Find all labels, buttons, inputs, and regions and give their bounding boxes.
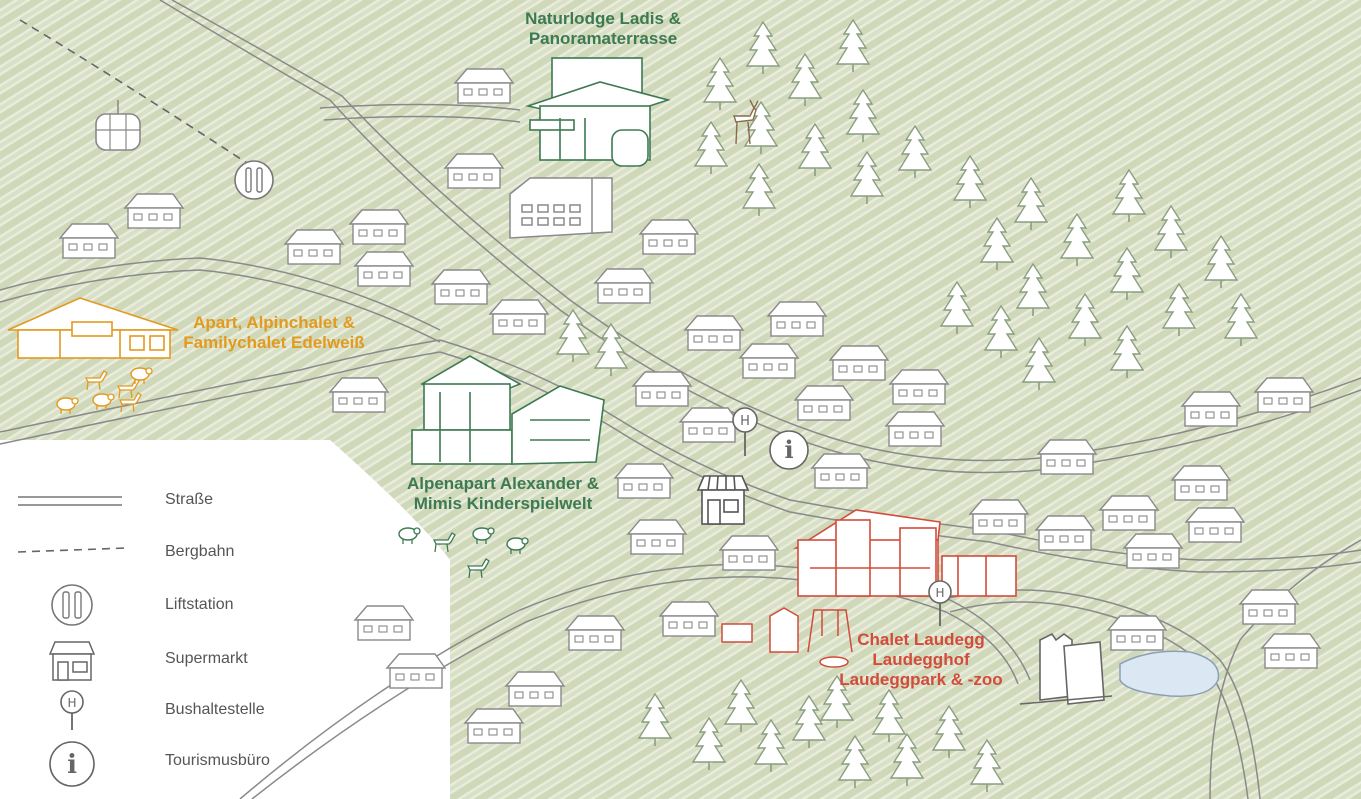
svg-text:i: i (784, 435, 793, 464)
edelweiss-building (7, 297, 179, 359)
lift-station-legend-icon (51, 584, 93, 626)
lake (1119, 650, 1220, 697)
gondola-icon (95, 100, 141, 151)
alexander-label-line2: Mimis Kinderspielwelt (413, 494, 593, 513)
legend-label-road: Straße (165, 491, 214, 508)
naturlodge-label-line2: Panoramaterrasse (528, 29, 678, 48)
road-icon (18, 496, 122, 506)
alexander-label-line1: Alpenapart Alexander & (406, 474, 600, 493)
bus-stop-icon: H (732, 407, 758, 456)
cable-car-line (19, 19, 251, 166)
playground (721, 607, 853, 668)
supermarket-legend-icon (48, 641, 96, 681)
edelweiss-label-line1: Apart, Alpinchalet & (193, 313, 355, 332)
cable-car-line-icon (17, 547, 127, 553)
legend: H i (17, 496, 127, 787)
svg-text:H: H (740, 414, 750, 429)
supermarket-icon (696, 475, 750, 525)
bus-stop-icon-laudegg: H (928, 580, 952, 626)
naturlodge-label-line1: Naturlodge Ladis & (525, 9, 681, 28)
lift-station-icon (234, 160, 274, 200)
svg-text:i: i (67, 750, 77, 780)
bus-stop-legend-icon: H (60, 690, 84, 730)
deer-icon (733, 99, 759, 145)
naturlodge-building (525, 57, 671, 167)
laudegg-building (792, 509, 1017, 597)
legend-clearing (0, 440, 450, 799)
tourist-info-icon: i (769, 430, 809, 470)
naturlodge-annex (509, 177, 613, 239)
svg-text:H: H (935, 586, 944, 600)
laudegg-label-line2: Laudegghof (872, 650, 970, 669)
legend-label-tourist-info: Tourismusbüro (165, 752, 270, 769)
laudegg-label-line3: Laudeggpark & -zoo (839, 670, 1003, 689)
legend-label-lift-station: Liftstation (165, 596, 234, 613)
legend-label-supermarket: Supermarkt (165, 650, 248, 667)
alexander-label[interactable]: Alpenapart Alexander & Mimis Kinderspiel… (392, 474, 614, 514)
tourist-info-legend-icon: i (49, 741, 95, 787)
laudegg-label[interactable]: Chalet Laudegg Laudegghof Laudeggpark & … (828, 630, 1014, 690)
naturlodge-label[interactable]: Naturlodge Ladis & Panoramaterrasse (508, 9, 698, 49)
alexander-building (411, 355, 605, 465)
legend-label-cable-car: Bergbahn (165, 543, 235, 560)
legend-label-bus-stop: Bushaltestelle (165, 701, 265, 718)
laudegg-label-line1: Chalet Laudegg (857, 630, 985, 649)
castle-ruin (1019, 632, 1113, 705)
svg-text:H: H (67, 696, 76, 710)
edelweiss-label[interactable]: Apart, Alpinchalet & Familychalet Edelwe… (176, 313, 372, 353)
edelweiss-label-line2: Familychalet Edelweiß (183, 333, 365, 352)
